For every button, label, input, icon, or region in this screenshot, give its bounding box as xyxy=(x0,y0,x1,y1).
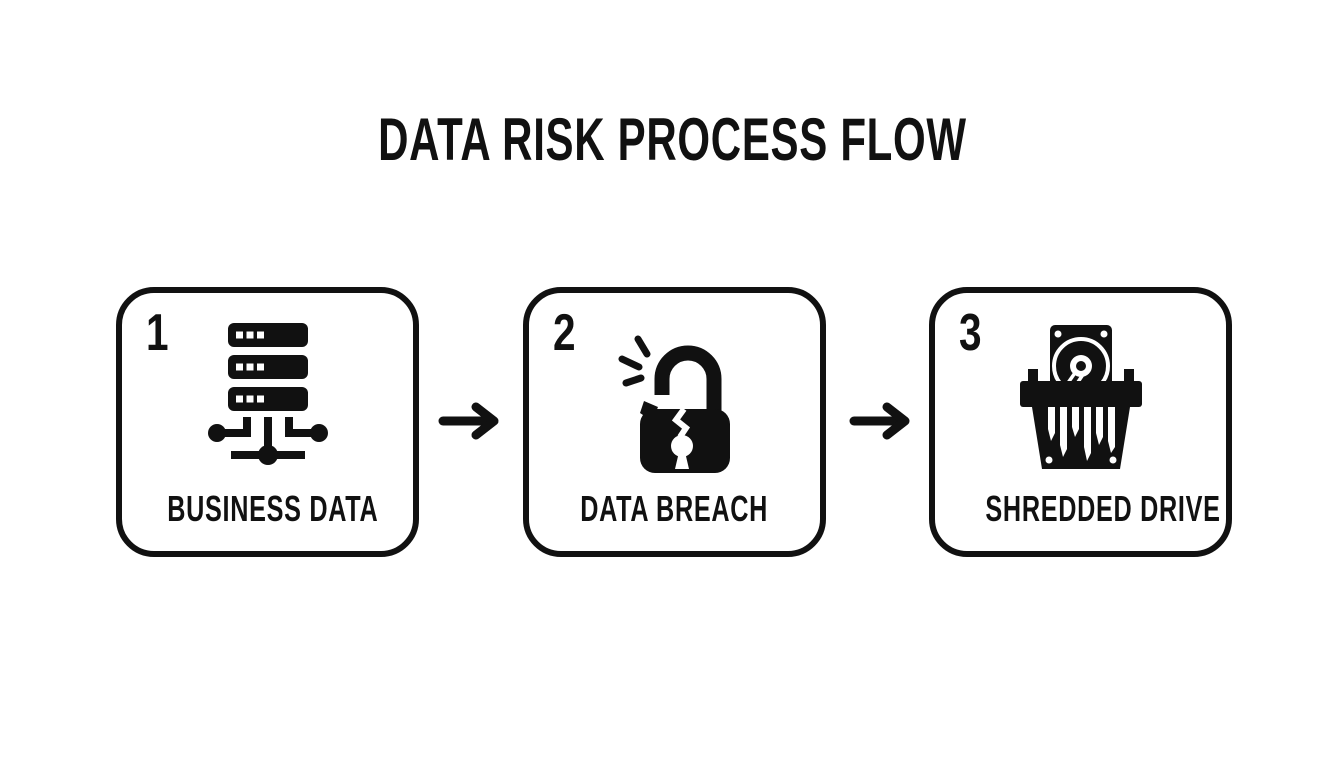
diagram-title-text: DATA RISK PROCESS FLOW xyxy=(377,106,967,173)
arrow-right-icon xyxy=(438,399,502,443)
diagram-title: DATA RISK PROCESS FLOW xyxy=(0,110,1344,170)
arrow-right-icon xyxy=(849,399,913,443)
step-number: 1 xyxy=(146,304,169,362)
step-label: DATA BREACH xyxy=(580,488,769,529)
broken-padlock-icon xyxy=(609,321,741,473)
hard-drive-shredder-icon xyxy=(1015,321,1147,473)
step-box-shredded-drive: 3 xyxy=(929,287,1232,557)
step-number: 2 xyxy=(553,304,576,362)
server-network-icon xyxy=(202,321,334,473)
step-box-data-breach: 2 DATA BREACH xyxy=(523,287,826,557)
step-label: SHREDDED DRIVE xyxy=(985,488,1221,529)
step-number: 3 xyxy=(959,304,982,362)
step-box-business-data: 1 xyxy=(116,287,419,557)
step-label: BUSINESS DATA xyxy=(167,488,379,529)
